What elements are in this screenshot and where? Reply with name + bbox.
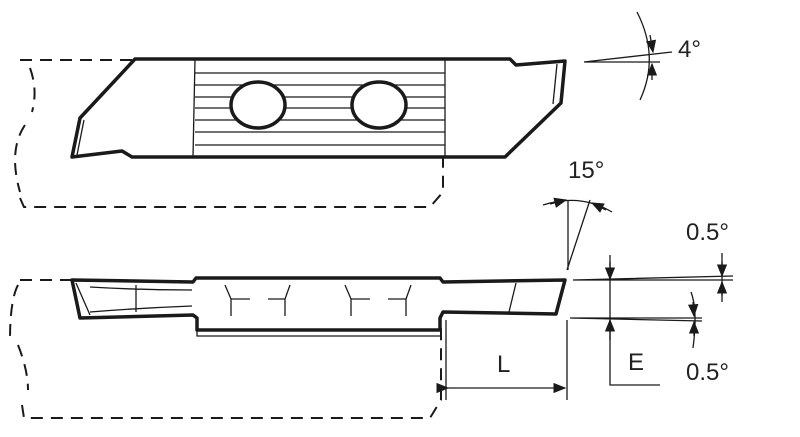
insert-outline-side	[70, 276, 567, 332]
angle-15-label: 15°	[568, 157, 604, 184]
clamp-hole-right	[350, 80, 408, 130]
dimension-e-label: E	[628, 349, 644, 376]
taper-bottom-label: 0.5°	[686, 359, 729, 386]
side-detail-lines	[75, 282, 517, 316]
dimension-l-label: L	[497, 351, 510, 378]
top-view: 4°	[14, 11, 701, 208]
angle-4-annotation: 4°	[583, 11, 701, 101]
angle-15-annotation: 15°	[542, 157, 613, 271]
taper-bottom-annotation: 0.5°	[569, 291, 729, 386]
clamp-hole-left	[229, 80, 287, 130]
holder-outline-top	[14, 59, 444, 208]
taper-top-label: 0.5°	[686, 219, 729, 246]
base-line	[196, 330, 440, 337]
dimension-l: L	[436, 320, 568, 400]
holder-outline-side	[9, 279, 442, 419]
insert-outline-top	[70, 57, 567, 159]
angle-4-label: 4°	[678, 36, 701, 63]
taper-top-annotation: 0.5°	[572, 219, 734, 302]
edge-line	[76, 63, 558, 156]
dimension-e: E	[604, 255, 660, 386]
serration-area	[192, 58, 446, 158]
side-view: 15° 0.5° 0.5° E L	[9, 157, 734, 419]
